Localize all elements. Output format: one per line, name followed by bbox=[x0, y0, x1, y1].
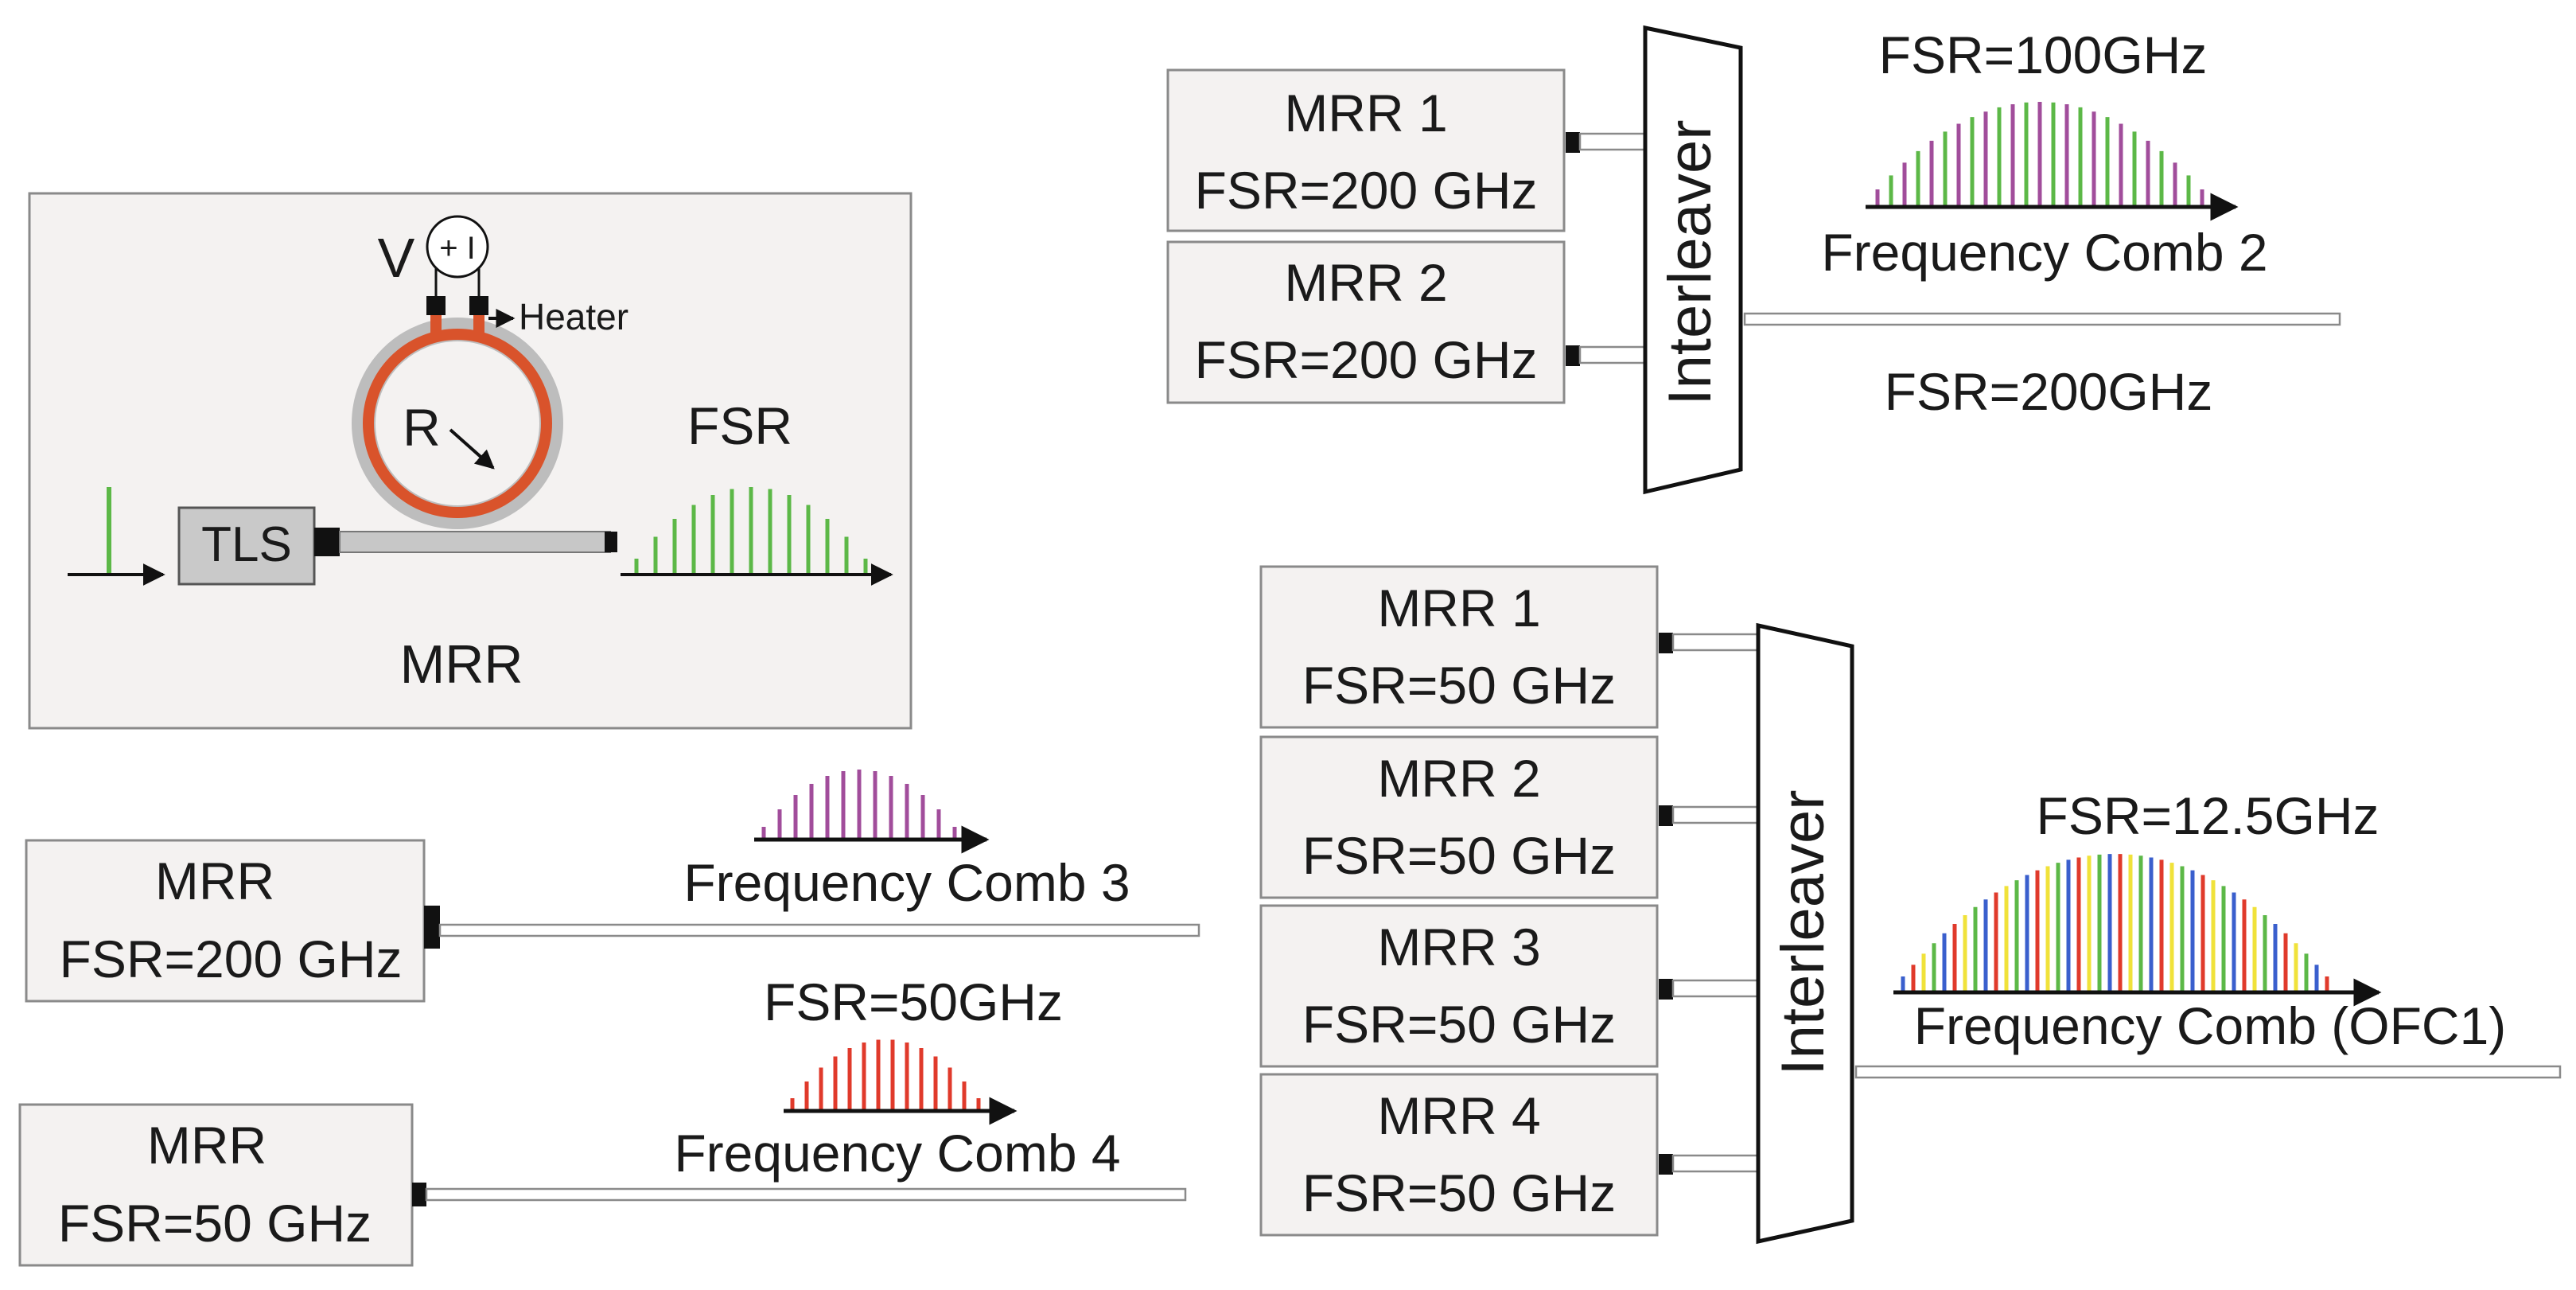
comb-3-group: MRR FSR=200 GHz Frequency Comb 3 bbox=[25, 770, 1200, 1003]
frequency-comb-3 bbox=[761, 770, 957, 838]
bottom-mrr3-name: MRR 3 bbox=[1377, 918, 1540, 976]
bottom-mrr2-fsr: FSR=50 GHz bbox=[1302, 826, 1616, 885]
inset-mrr-label: MRR bbox=[400, 634, 523, 695]
bottom-mrr1-waveguide bbox=[1671, 633, 1761, 652]
top-interleaver-label: Interleaver bbox=[1656, 119, 1724, 405]
top-mrr2-name: MRR 2 bbox=[1284, 253, 1447, 312]
top-interleaver bbox=[1643, 25, 1743, 495]
voltage-source-symbol bbox=[426, 215, 489, 279]
bottom-mrr1-name: MRR 1 bbox=[1377, 579, 1540, 637]
top-comb-title: Frequency Comb 2 bbox=[1821, 223, 2267, 282]
top-mrr1-name: MRR 1 bbox=[1284, 84, 1447, 142]
mrr-inset-panel: TLS + I V Heater R FSR MRR bbox=[28, 192, 912, 730]
tls-box bbox=[177, 506, 316, 586]
comb3-coupler bbox=[424, 906, 440, 949]
comb3-mrr-fsr: FSR=200 GHz bbox=[60, 930, 403, 988]
bottom-mrr4-fsr: FSR=50 GHz bbox=[1302, 1163, 1616, 1222]
top-mrr1-coupler bbox=[1566, 132, 1580, 153]
bottom-mrr3-fsr: FSR=50 GHz bbox=[1302, 995, 1616, 1054]
bottom-mrr2-coupler bbox=[1659, 805, 1673, 826]
bottom-mrr2-waveguide bbox=[1671, 805, 1761, 824]
top-mrr1-box bbox=[1166, 68, 1566, 232]
bottom-output-waveguide bbox=[1854, 1065, 2562, 1079]
voltage-source-polarity: + I bbox=[439, 231, 476, 266]
radius-label: R bbox=[403, 398, 441, 457]
bottom-comb-fsr-label: FSR=12.5GHz bbox=[2037, 786, 2379, 845]
heater-pad-left bbox=[426, 296, 446, 315]
comb4-mrr-fsr: FSR=50 GHz bbox=[58, 1194, 372, 1253]
comb4-title: Frequency Comb 4 bbox=[674, 1124, 1120, 1183]
bottom-mrr1-coupler bbox=[1659, 633, 1673, 653]
bottom-interleaver-label: Interleaver bbox=[1769, 789, 1837, 1075]
bottom-mrr4-name: MRR 4 bbox=[1377, 1086, 1540, 1145]
inset-output-comb bbox=[634, 487, 868, 573]
top-interleaver-group: MRR 1 FSR=200 GHz MRR 2 FSR=200 GHz Inte… bbox=[1166, 25, 2341, 495]
bottom-mrr1-box bbox=[1259, 565, 1659, 729]
top-mrr2-coupler bbox=[1566, 345, 1580, 366]
bottom-interleaver bbox=[1756, 622, 1854, 1245]
bus-output-coupler bbox=[605, 532, 617, 552]
top-mrr2-fsr: FSR=200 GHz bbox=[1195, 330, 1538, 389]
bottom-mrr1-fsr: FSR=50 GHz bbox=[1302, 656, 1616, 715]
microring-resonator bbox=[363, 329, 552, 518]
comb3-title: Frequency Comb 3 bbox=[683, 853, 1130, 912]
radius-arrow bbox=[449, 428, 495, 470]
top-mrr1-fsr: FSR=200 GHz bbox=[1195, 161, 1538, 220]
comb4-output-waveguide bbox=[425, 1187, 1187, 1202]
top-mrr2-box bbox=[1166, 240, 1566, 404]
frequency-comb-ofc1 bbox=[1901, 854, 2329, 991]
bottom-comb-title: Frequency Comb (OFC1) bbox=[1914, 996, 2507, 1055]
tls-coupler bbox=[314, 528, 340, 556]
top-comb-fsr-label: FSR=100GHz bbox=[1879, 25, 2208, 84]
heater-label: Heater bbox=[519, 296, 628, 337]
bottom-interleaver-group: MRR 1 FSR=50 GHz MRR 2 FSR=50 GHz MRR 3 … bbox=[1259, 565, 2562, 1245]
top-mrr1-waveguide bbox=[1578, 132, 1648, 151]
comb-4-group: MRR FSR=50 GHz FSR=50GHz Frequency Comb … bbox=[18, 972, 1187, 1267]
comb4-fsr-label: FSR=50GHz bbox=[764, 972, 1063, 1031]
bottom-mrr2-name: MRR 2 bbox=[1377, 749, 1540, 808]
top-mrr2-waveguide bbox=[1578, 345, 1648, 364]
bus-waveguide bbox=[339, 531, 611, 553]
frequency-comb-4 bbox=[790, 1039, 981, 1109]
bottom-mrr3-box bbox=[1259, 904, 1659, 1068]
bottom-mrr2-box bbox=[1259, 735, 1659, 899]
tls-label: TLS bbox=[201, 517, 292, 572]
top-output-fsr-label: FSR=200GHz bbox=[1885, 362, 2213, 421]
bottom-mrr4-coupler bbox=[1659, 1154, 1673, 1175]
comb3-mrr-name: MRR bbox=[155, 852, 274, 910]
heater-pad-right bbox=[469, 296, 488, 315]
comb4-mrr-name: MRR bbox=[147, 1116, 267, 1175]
comb4-coupler bbox=[412, 1183, 426, 1206]
comb3-mrr-box bbox=[25, 839, 426, 1003]
bottom-mrr3-coupler bbox=[1659, 979, 1673, 1000]
inset-frame bbox=[28, 192, 912, 730]
comb3-output-waveguide bbox=[438, 923, 1200, 937]
inset-fsr-label: FSR bbox=[687, 396, 792, 455]
bottom-mrr4-box bbox=[1259, 1073, 1659, 1237]
frequency-comb-2 bbox=[1875, 102, 2204, 205]
bottom-mrr4-waveguide bbox=[1671, 1154, 1761, 1173]
voltage-label: V bbox=[378, 227, 415, 289]
bottom-mrr3-waveguide bbox=[1671, 979, 1761, 998]
top-output-waveguide bbox=[1743, 312, 2341, 326]
